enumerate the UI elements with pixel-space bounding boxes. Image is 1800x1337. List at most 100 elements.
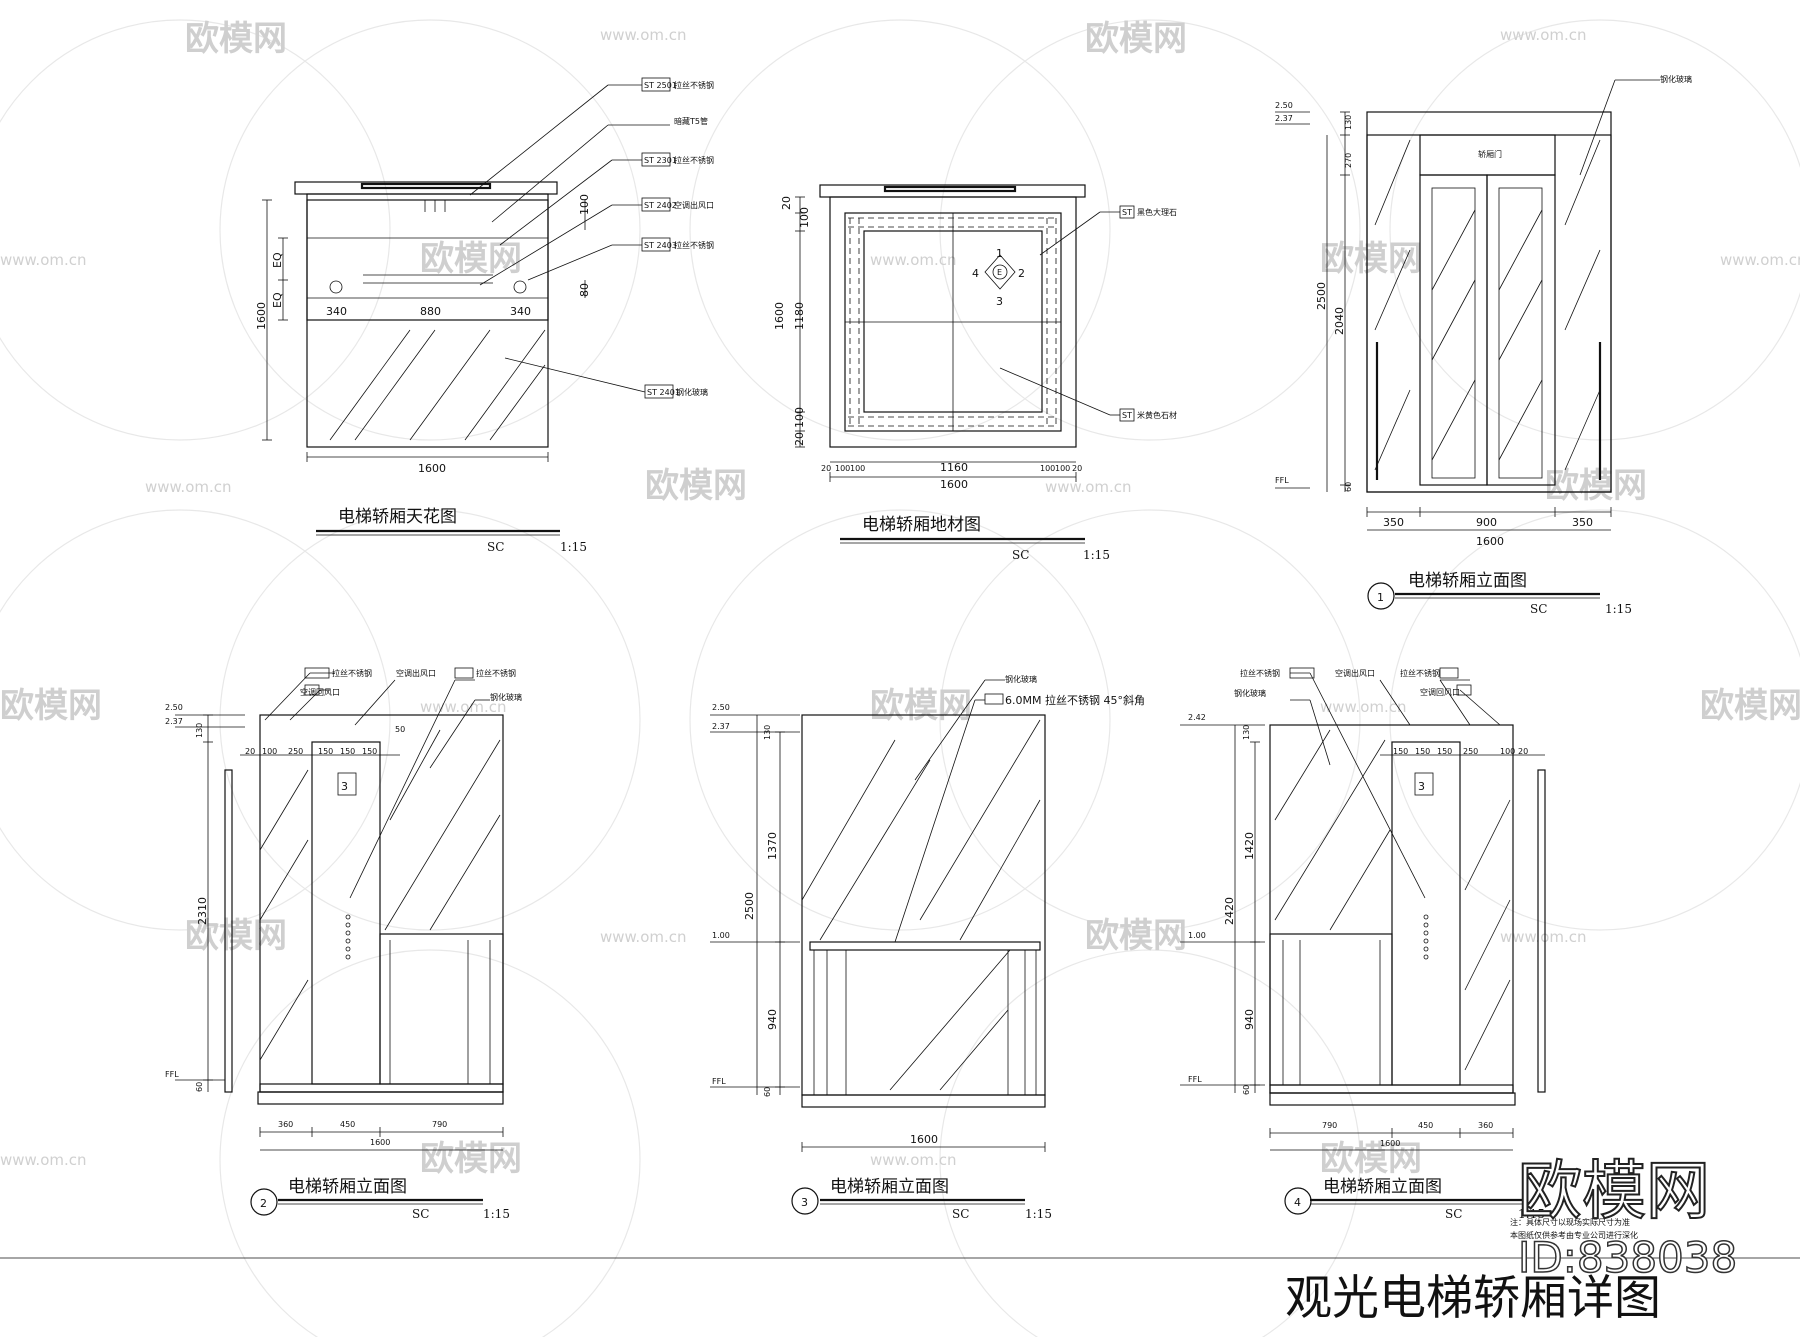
watermark-url: www.om.cn — [870, 251, 957, 269]
watermark-logo: 欧模网 — [1320, 239, 1422, 279]
dim-150: 150 — [1415, 747, 1430, 756]
watermark-url: www.om.cn — [1720, 251, 1800, 269]
scale-value: 1:15 — [560, 540, 587, 554]
drawing-title: 电梯轿厢立面图 — [1323, 1177, 1442, 1197]
dim-bot-a: 100 — [793, 407, 806, 428]
dim-60: 60 — [763, 1087, 772, 1097]
watermark-url: www.om.cn — [145, 478, 232, 496]
dim-l1: 20 — [821, 464, 831, 473]
material-note: 米黄色石材 — [1137, 410, 1177, 420]
floor-indicator: 3 — [341, 780, 348, 793]
scale-prefix: SC — [1445, 1207, 1462, 1221]
watermark-logo: 欧模网 — [1320, 1139, 1422, 1179]
level-mark: 2.37 — [165, 717, 183, 726]
material-note: 空调出风口 — [396, 668, 436, 678]
level-mark: 2.50 — [1275, 101, 1293, 110]
elevation-number: 2 — [260, 1197, 267, 1210]
dim-2310: 2310 — [196, 897, 209, 925]
elevation-3: 2.50 2.37 1.00 FFL 130 1370 2500 940 60 … — [710, 674, 1145, 1221]
level-mark: 2.42 — [1188, 713, 1206, 722]
watermark-url: www.om.cn — [420, 698, 507, 716]
scale-value: 1:15 — [1083, 548, 1110, 562]
material-note: 拉丝不锈钢 — [674, 80, 714, 90]
dim-right: 340 — [510, 305, 531, 318]
material-tag: ST — [1122, 411, 1132, 420]
watermark-logo: 欧模网 — [420, 1139, 522, 1179]
dim-w-inner: 1160 — [940, 461, 968, 474]
material-note: 钢化玻璃 — [490, 692, 522, 702]
compass-4: 4 — [972, 267, 979, 280]
material-note: 暗藏T5管 — [674, 116, 708, 126]
watermark-logo: 欧模网 — [1545, 466, 1647, 506]
watermark-logo: 欧模网 — [185, 19, 287, 59]
scale-value: 1:15 — [1605, 602, 1632, 616]
drawing-title: 电梯轿厢天花图 — [338, 507, 457, 527]
watermark-logo: 欧模网 — [0, 686, 102, 726]
dim-r2: 100 — [1055, 464, 1070, 473]
material-note: 钢化玻璃 — [1005, 674, 1037, 684]
scale-value: 1:15 — [1518, 1207, 1545, 1221]
level-mark: 2.37 — [1275, 114, 1293, 123]
material-note: 空调回风口 — [1420, 687, 1460, 697]
dim-2500: 2500 — [743, 892, 756, 920]
dim-mid: 880 — [420, 305, 441, 318]
material-tag: ST 2301 — [644, 156, 677, 165]
brand-logo-text: 欧模网 — [1518, 1155, 1710, 1229]
watermark-circles — [0, 19, 1800, 1337]
watermark-url: www.om.cn — [1320, 698, 1407, 716]
dim-width: 1600 — [418, 462, 446, 475]
call-buttons — [1423, 914, 1429, 960]
dim-790: 790 — [432, 1120, 447, 1129]
dim-150: 150 — [362, 747, 377, 756]
scale-prefix: SC — [412, 1207, 429, 1221]
elevation-4: 3 2.42 1.00 FFL 130 1420 2420 94 — [1180, 667, 1638, 1240]
compass-2: 2 — [1018, 267, 1025, 280]
watermark-url: www.om.cn — [600, 928, 687, 946]
dim-790: 790 — [1322, 1121, 1337, 1130]
watermark-url: www.om.cn — [0, 1151, 87, 1169]
scale-prefix: SC — [487, 540, 504, 554]
dim-150: 150 — [1437, 747, 1452, 756]
watermark-url: www.om.cn — [1500, 928, 1587, 946]
material-tag: ST — [1122, 208, 1132, 217]
dim-1600: 1600 — [910, 1133, 938, 1146]
material-note: 钢化玻璃 — [1660, 74, 1692, 84]
dim-left: 340 — [326, 305, 347, 318]
note-2: 本图纸仅供参考由专业公司进行深化 — [1510, 1230, 1638, 1240]
watermark-logo: 欧模网 — [645, 466, 747, 506]
dim-150: 150 — [340, 747, 355, 756]
dim-940: 940 — [766, 1009, 779, 1030]
dim-2040: 2040 — [1333, 307, 1346, 335]
watermark-logo: 欧模网 — [1700, 686, 1800, 726]
material-note: 空调回风口 — [300, 687, 340, 697]
scale-prefix: SC — [1012, 548, 1029, 562]
material-note: 拉丝不锈钢 — [476, 668, 516, 678]
elevation-number: 3 — [801, 1196, 808, 1209]
material-tag: ST 2401 — [647, 388, 680, 397]
dim-130: 130 — [763, 725, 772, 740]
dim-1370: 1370 — [766, 832, 779, 860]
dim-450: 450 — [340, 1120, 355, 1129]
dim-20: 20 — [1518, 747, 1528, 756]
drawing-title: 电梯轿厢立面图 — [1408, 571, 1527, 591]
dim-2500: 2500 — [1315, 282, 1328, 310]
compass-3: 3 — [996, 295, 1003, 308]
dim-r1: 100 — [1040, 464, 1055, 473]
watermark-logo: 欧模网 — [185, 916, 287, 956]
dim-eq: EQ — [271, 252, 284, 268]
material-note: 黑色大理石 — [1137, 207, 1177, 217]
dim-h-inner: 1180 — [793, 302, 806, 330]
material-tag: ST 2402 — [644, 201, 677, 210]
watermark-url: www.om.cn — [1500, 26, 1587, 44]
dim-250: 250 — [1463, 747, 1478, 756]
dim-2420: 2420 — [1223, 897, 1236, 925]
dim-150: 150 — [318, 747, 333, 756]
dim-r3: 20 — [1072, 464, 1082, 473]
scale-prefix: SC — [952, 1207, 969, 1221]
dim-h-total: 1600 — [773, 302, 786, 330]
floor-plan: 1 2 3 4 E 20 100 1600 1180 100 20 20 100… — [773, 184, 1177, 562]
watermark-logo: 欧模网 — [870, 686, 972, 726]
ffl-mark: FFL — [1275, 476, 1289, 485]
ffl-mark: FFL — [165, 1070, 179, 1079]
